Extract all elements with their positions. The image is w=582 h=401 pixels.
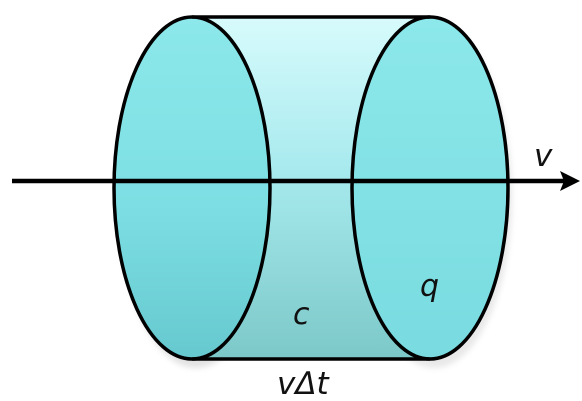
velocity-axis-arrow (12, 171, 580, 191)
right-face (350, 15, 510, 361)
left-face (112, 15, 272, 361)
charge-label: q (420, 269, 439, 304)
length-label: vΔt (277, 366, 331, 401)
velocity-label: v (534, 138, 553, 174)
concentration-label: c (293, 297, 310, 332)
